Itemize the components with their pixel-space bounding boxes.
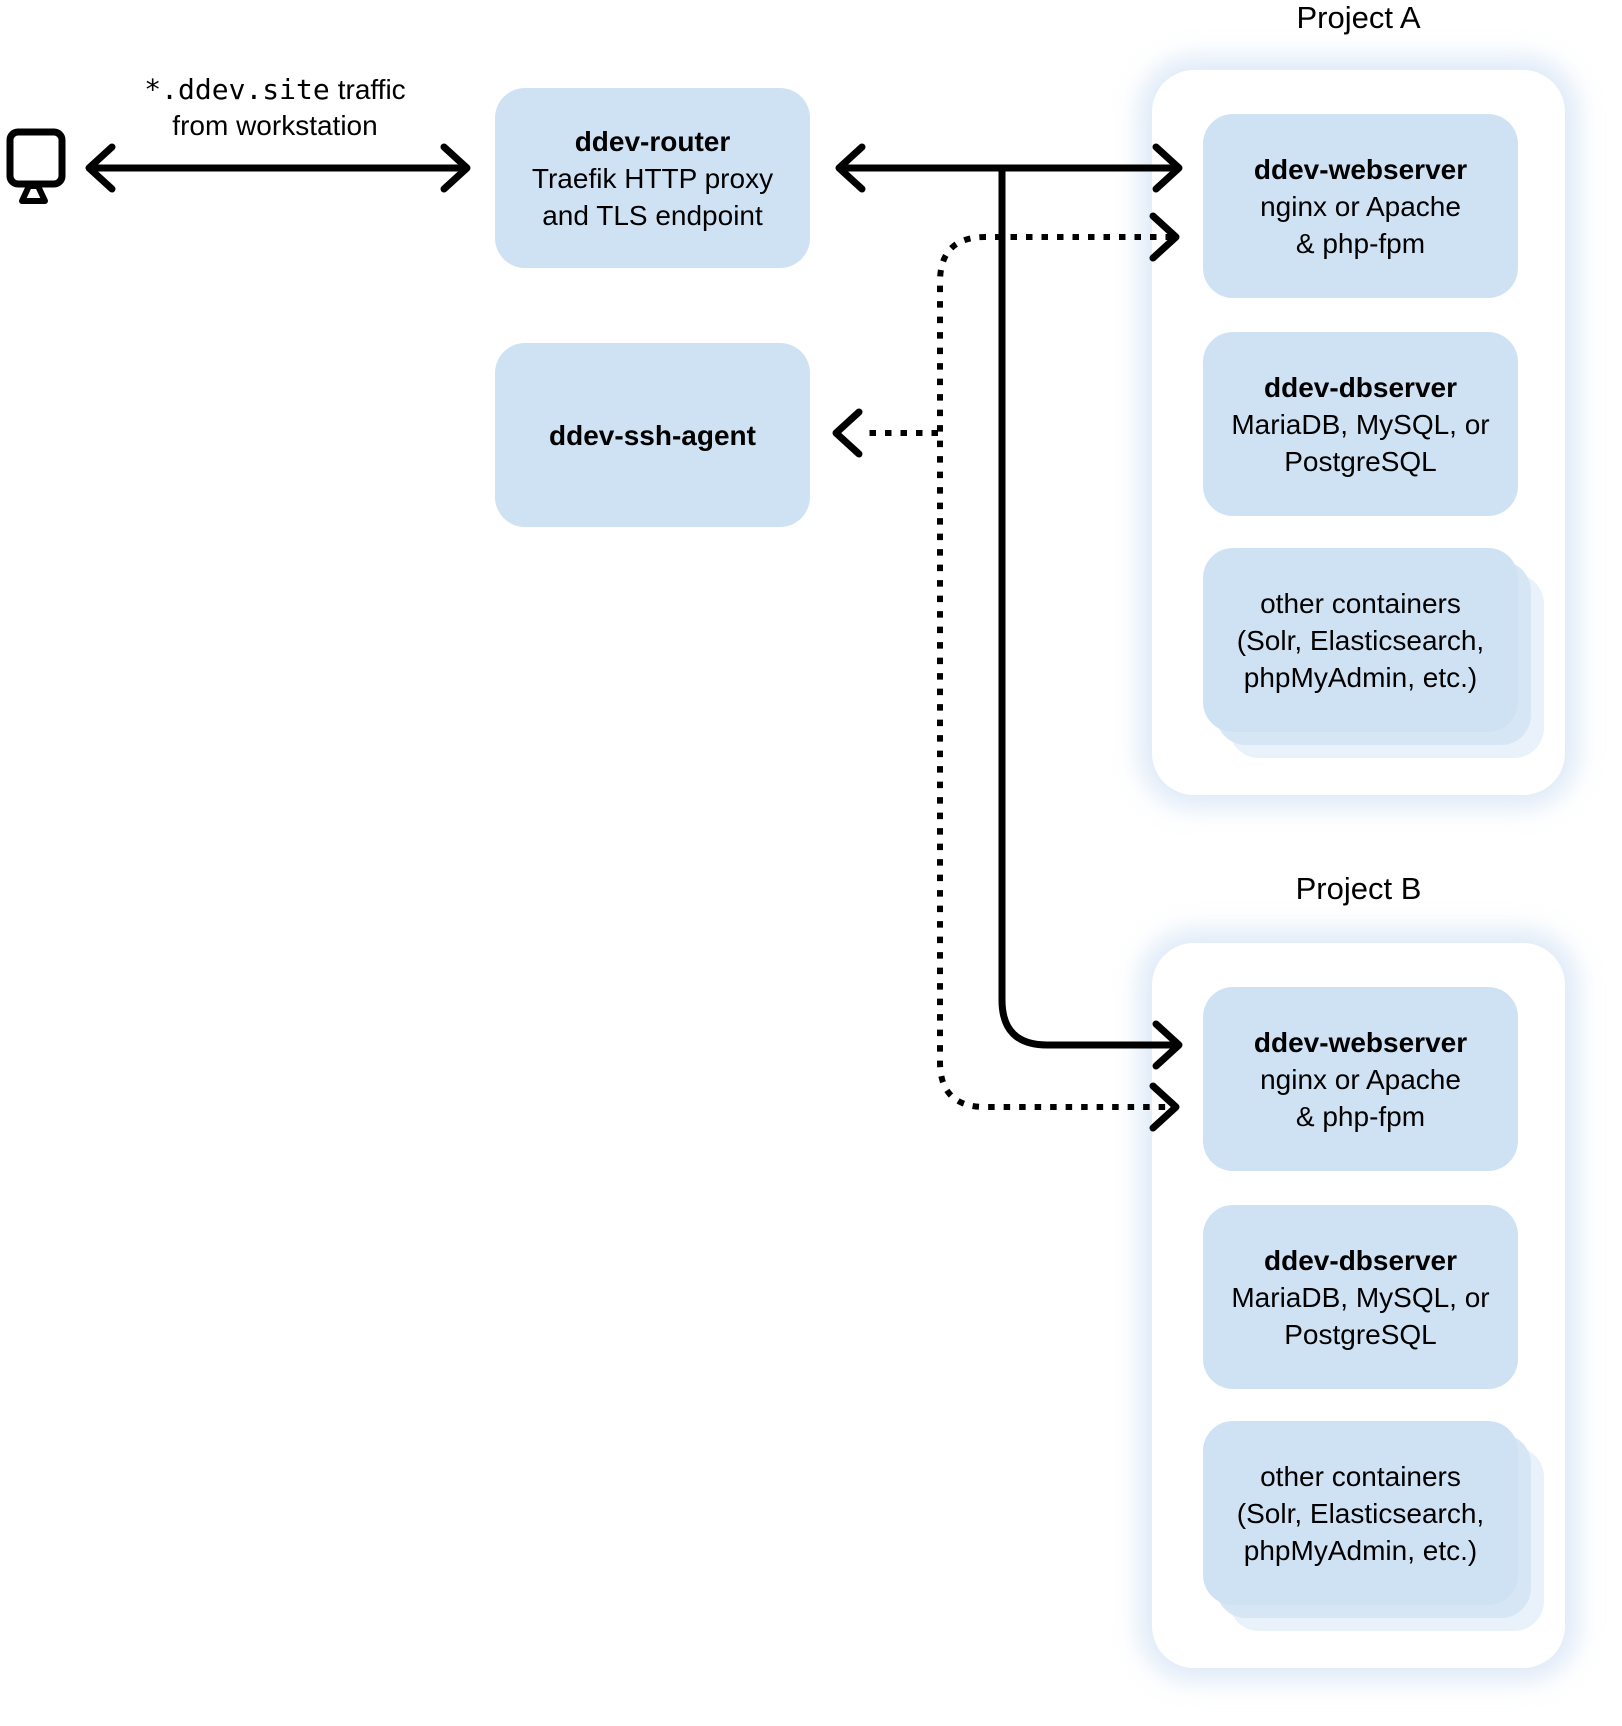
ssh-dotted-trunk [937, 212, 1180, 1132]
ssh-agent-dotted-branch [832, 408, 938, 458]
other-line3: phpMyAdmin, etc.) [1243, 1534, 1478, 1566]
dbserver-line2: PostgreSQL [1284, 1318, 1437, 1350]
ddev-router-box: ddev-router Traefik HTTP proxy and TLS e… [495, 88, 810, 268]
project-a-label: Project A [1296, 0, 1421, 35]
project-a-dbserver-box: ddev-dbserver MariaDB, MySQL, or Postgre… [1203, 332, 1518, 516]
dbserver-line1: MariaDB, MySQL, or [1231, 1281, 1490, 1313]
project-a-other-containers-box: other containers (Solr, Elasticsearch, p… [1203, 548, 1518, 732]
project-b-other-containers-box: other containers (Solr, Elasticsearch, p… [1203, 1421, 1518, 1605]
dbserver-title: ddev-dbserver [1264, 371, 1457, 403]
project-a-webserver-box: ddev-webserver nginx or Apache & php-fpm [1203, 114, 1518, 298]
router-subtitle2: and TLS endpoint [542, 199, 763, 231]
other-line2: (Solr, Elasticsearch, [1236, 1497, 1485, 1529]
workstation-router-arrow [85, 143, 471, 193]
router-title: ddev-router [574, 125, 731, 157]
project-b-dbserver-box: ddev-dbserver MariaDB, MySQL, or Postgre… [1203, 1205, 1518, 1389]
other-line2: (Solr, Elasticsearch, [1236, 624, 1485, 656]
dbserver-title: ddev-dbserver [1264, 1244, 1457, 1276]
dbserver-line1: MariaDB, MySQL, or [1231, 408, 1490, 440]
traffic-label-line2: from workstation [172, 110, 378, 141]
traffic-text: traffic [337, 74, 406, 105]
router-subtitle1: Traefik HTTP proxy [531, 162, 774, 194]
project-b-label: Project B [1295, 871, 1422, 906]
project-b-webserver-box: ddev-webserver nginx or Apache & php-fpm [1203, 987, 1518, 1171]
other-line1: other containers [1260, 587, 1461, 619]
webserver-line2: & php-fpm [1295, 227, 1426, 259]
webserver-title: ddev-webserver [1253, 1026, 1468, 1058]
dbserver-line2: PostgreSQL [1284, 445, 1437, 477]
webserver-title: ddev-webserver [1253, 153, 1468, 185]
other-line3: phpMyAdmin, etc.) [1243, 661, 1478, 693]
webserver-line1: nginx or Apache [1260, 1063, 1461, 1095]
ssh-agent-title: ddev-ssh-agent [549, 419, 756, 451]
project-b-card: ddev-webserver nginx or Apache & php-fpm… [1152, 943, 1565, 1668]
project-a-card: ddev-webserver nginx or Apache & php-fpm… [1152, 70, 1565, 795]
wildcard-domain-text: *.ddev.site [144, 73, 330, 106]
ddev-ssh-agent-box: ddev-ssh-agent [495, 343, 810, 527]
webserver-line2: & php-fpm [1295, 1100, 1426, 1132]
webserver-line1: nginx or Apache [1260, 190, 1461, 222]
monitor-icon [6, 128, 66, 204]
router-webserver-a-arrow [835, 143, 1183, 193]
other-line1: other containers [1260, 1460, 1461, 1492]
